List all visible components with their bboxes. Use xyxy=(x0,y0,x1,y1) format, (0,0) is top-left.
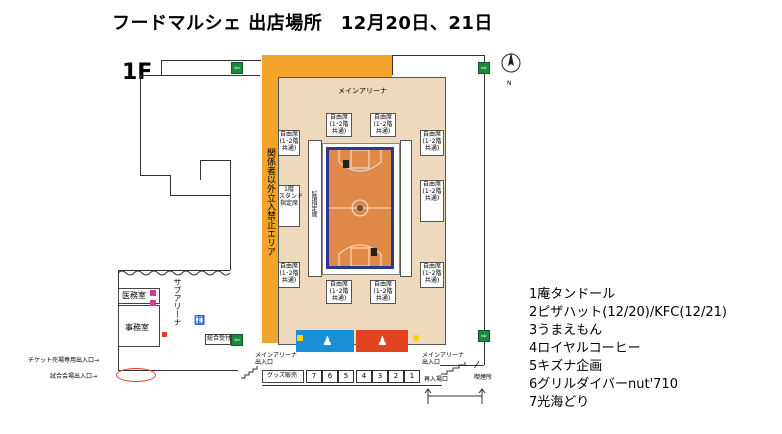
stall-7: 7 xyxy=(306,370,322,383)
seat-block-free: 自由席 (1･2階 共通) xyxy=(420,262,444,288)
main-arena-label: メインアリーナ xyxy=(338,87,387,95)
smoking-icon: ⁄ xyxy=(476,360,478,371)
stall-1: 1 xyxy=(404,370,420,383)
sub-arena-label: サブアリーナ xyxy=(173,278,182,326)
smoking-area-label: 喫煙所 xyxy=(474,374,493,381)
legend-item: 4ロイヤルコーヒー xyxy=(529,341,641,356)
stall-2: 2 xyxy=(388,370,404,383)
court-side-seats xyxy=(308,140,322,277)
seat-block-free: 自由席 (1･2階 共通) xyxy=(326,113,352,137)
floor-label: 1F xyxy=(122,60,153,85)
stall-5: 5 xyxy=(338,370,354,383)
main-arena-entrance-right: メインアリーナ 出入口 xyxy=(422,352,465,366)
reentry-label: 再入場口 xyxy=(424,376,449,383)
red-marker-icon xyxy=(162,332,167,337)
seat-block-stand: 1階 スタンド 指定席 xyxy=(278,185,303,227)
restricted-area-label: 関係者以外立入禁止エリア xyxy=(265,148,275,256)
main-arena-entrance-left: メインアリーナ 出入口 xyxy=(255,352,298,366)
goods-sales xyxy=(262,370,304,383)
pink-marker-icon xyxy=(150,290,156,296)
legend-item: 5キズナ企画 xyxy=(529,359,603,374)
office-room-label: 事務室 xyxy=(125,323,149,332)
restroom-icon: ♟ xyxy=(377,334,388,348)
restroom-red-area xyxy=(356,330,408,352)
exit-icon: ⇦ xyxy=(231,334,243,346)
venue-entrance-label: 試合会場出入口→ xyxy=(50,373,98,380)
restricted-area xyxy=(262,55,278,343)
page-title: フードマルシェ 出店場所 12月20日、21日 xyxy=(112,13,493,34)
compass-north-label: N xyxy=(507,80,512,87)
compass-icon xyxy=(500,50,522,84)
exit-icon: ⇨ xyxy=(478,330,490,342)
court-side-label: 1階指定席 xyxy=(310,190,317,218)
direction-arrows-icon xyxy=(424,386,486,410)
elevator-icon xyxy=(297,335,303,341)
seat-block-free: 自由席 (1･2階 共通) xyxy=(326,280,352,304)
stall-6: 6 xyxy=(322,370,338,383)
exit-icon: ⇦ xyxy=(231,62,243,74)
medical-room-label: 医務室 xyxy=(122,291,146,300)
ticket-entrance-label: チケット売場専用出入口→ xyxy=(28,357,100,364)
seat-block-free: 自由席 (1･2階 共通) xyxy=(278,262,300,288)
exit-icon: ⇨ xyxy=(478,62,490,74)
seat-block-free: 自由席 (1･2階 共通) xyxy=(370,113,396,137)
legend-item: 3うまえもん xyxy=(529,323,603,338)
legend-item: 6グリルダイバーnut'710 xyxy=(529,377,678,392)
general-reception-label: 総合受付 xyxy=(207,335,232,342)
restroom-icon: ♟ xyxy=(322,334,333,348)
stall-4: 4 xyxy=(356,370,372,383)
office-room xyxy=(118,305,160,347)
stairs-icon xyxy=(440,360,470,379)
legend-item: 2ピザハット(12/20)/KFC(12/21) xyxy=(529,305,727,320)
legend-item: 7光海どり xyxy=(529,395,590,410)
general-reception xyxy=(205,334,231,345)
stairs-icon xyxy=(240,364,260,383)
legend-item: 1庵タンドール xyxy=(529,287,616,302)
seat-block-free: 自由席 (1･2階 共通) xyxy=(278,130,300,156)
seat-block-free: 自由席 (1･2階 共通) xyxy=(420,180,444,222)
seat-block-free: 自由席 (1･2階 共通) xyxy=(420,130,444,156)
medical-room xyxy=(118,288,160,304)
elevator-icon xyxy=(413,335,419,341)
stall-3: 3 xyxy=(372,370,388,383)
venue-entrance-highlight xyxy=(116,368,156,382)
restricted-area-top xyxy=(262,55,392,77)
restroom-icon: 🚻 xyxy=(194,316,206,326)
seat-block-free: 自由席 (1･2階 共通) xyxy=(370,280,396,304)
goods-sales-label: グッズ販売 xyxy=(267,372,298,379)
pink-marker-icon xyxy=(150,300,156,306)
court-side-right xyxy=(400,140,412,277)
restroom-blue-area xyxy=(296,330,354,352)
basketball-court xyxy=(326,147,394,269)
